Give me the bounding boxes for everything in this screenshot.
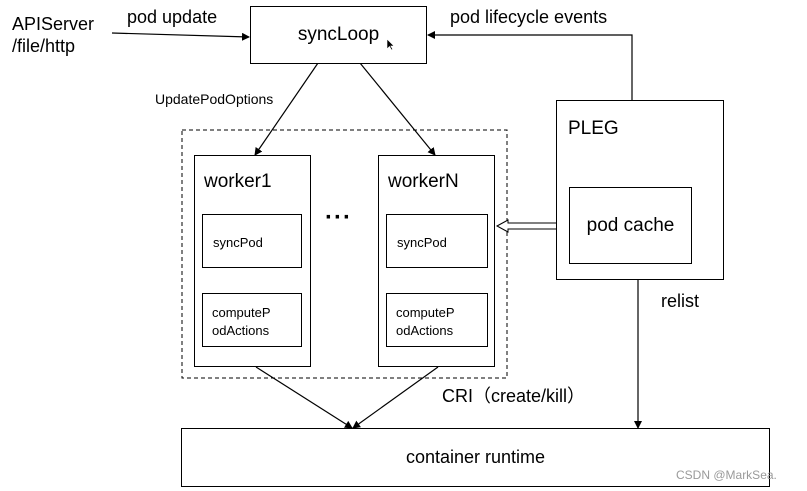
- relist-label: relist: [661, 291, 700, 311]
- arrow-apiserver-to-syncloop: [111, 32, 250, 41]
- workers-ellipsis: ···: [325, 204, 352, 231]
- worker1-compute-box: computeP odActions: [202, 293, 302, 347]
- workerN-box: workerN syncPod computeP odActions: [378, 155, 495, 367]
- arrow-pleg-to-syncloop: [427, 31, 633, 100]
- arrow-worker1-to-runtime: [255, 366, 353, 429]
- mouse-cursor-icon: [386, 38, 395, 51]
- apiserver-label: APIServer /file/http: [12, 14, 95, 56]
- worker-pool-dashed-border: [181, 129, 508, 379]
- pleg-title: PLEG: [568, 118, 619, 139]
- pod-lifecycle-events-label: pod lifecycle events: [450, 7, 608, 27]
- watermark: CSDN @MarkSea.: [676, 468, 777, 482]
- arrow-syncloop-to-worker1: [254, 62, 319, 156]
- workerN-title: workerN: [388, 171, 459, 192]
- workerN-syncpod-label: syncPod: [397, 235, 447, 250]
- pod-cache-box: pod cache: [569, 187, 692, 264]
- worker1-syncpod-label: syncPod: [213, 235, 263, 250]
- cri-label: CRI（create/kill）: [442, 386, 586, 406]
- container-runtime-box: container runtime: [181, 428, 770, 487]
- workerN-compute-label: computeP odActions: [396, 305, 455, 338]
- worker1-syncpod-box: syncPod: [202, 214, 302, 268]
- worker1-title: worker1: [204, 171, 272, 192]
- pod-update-label: pod update: [127, 7, 218, 27]
- worker1-box: worker1 syncPod computeP odActions: [194, 155, 311, 367]
- syncloop-box: syncLoop: [250, 6, 427, 64]
- arrow-syncloop-to-workerN: [359, 62, 436, 156]
- update-pod-options-label: UpdatePodOptions: [155, 91, 274, 107]
- workerN-syncpod-box: syncPod: [386, 214, 488, 268]
- arrow-workerN-to-runtime: [352, 366, 439, 429]
- workerN-compute-box: computeP odActions: [386, 293, 488, 347]
- pleg-box: PLEG pod cache: [556, 100, 724, 280]
- worker1-compute-label: computeP odActions: [212, 305, 271, 338]
